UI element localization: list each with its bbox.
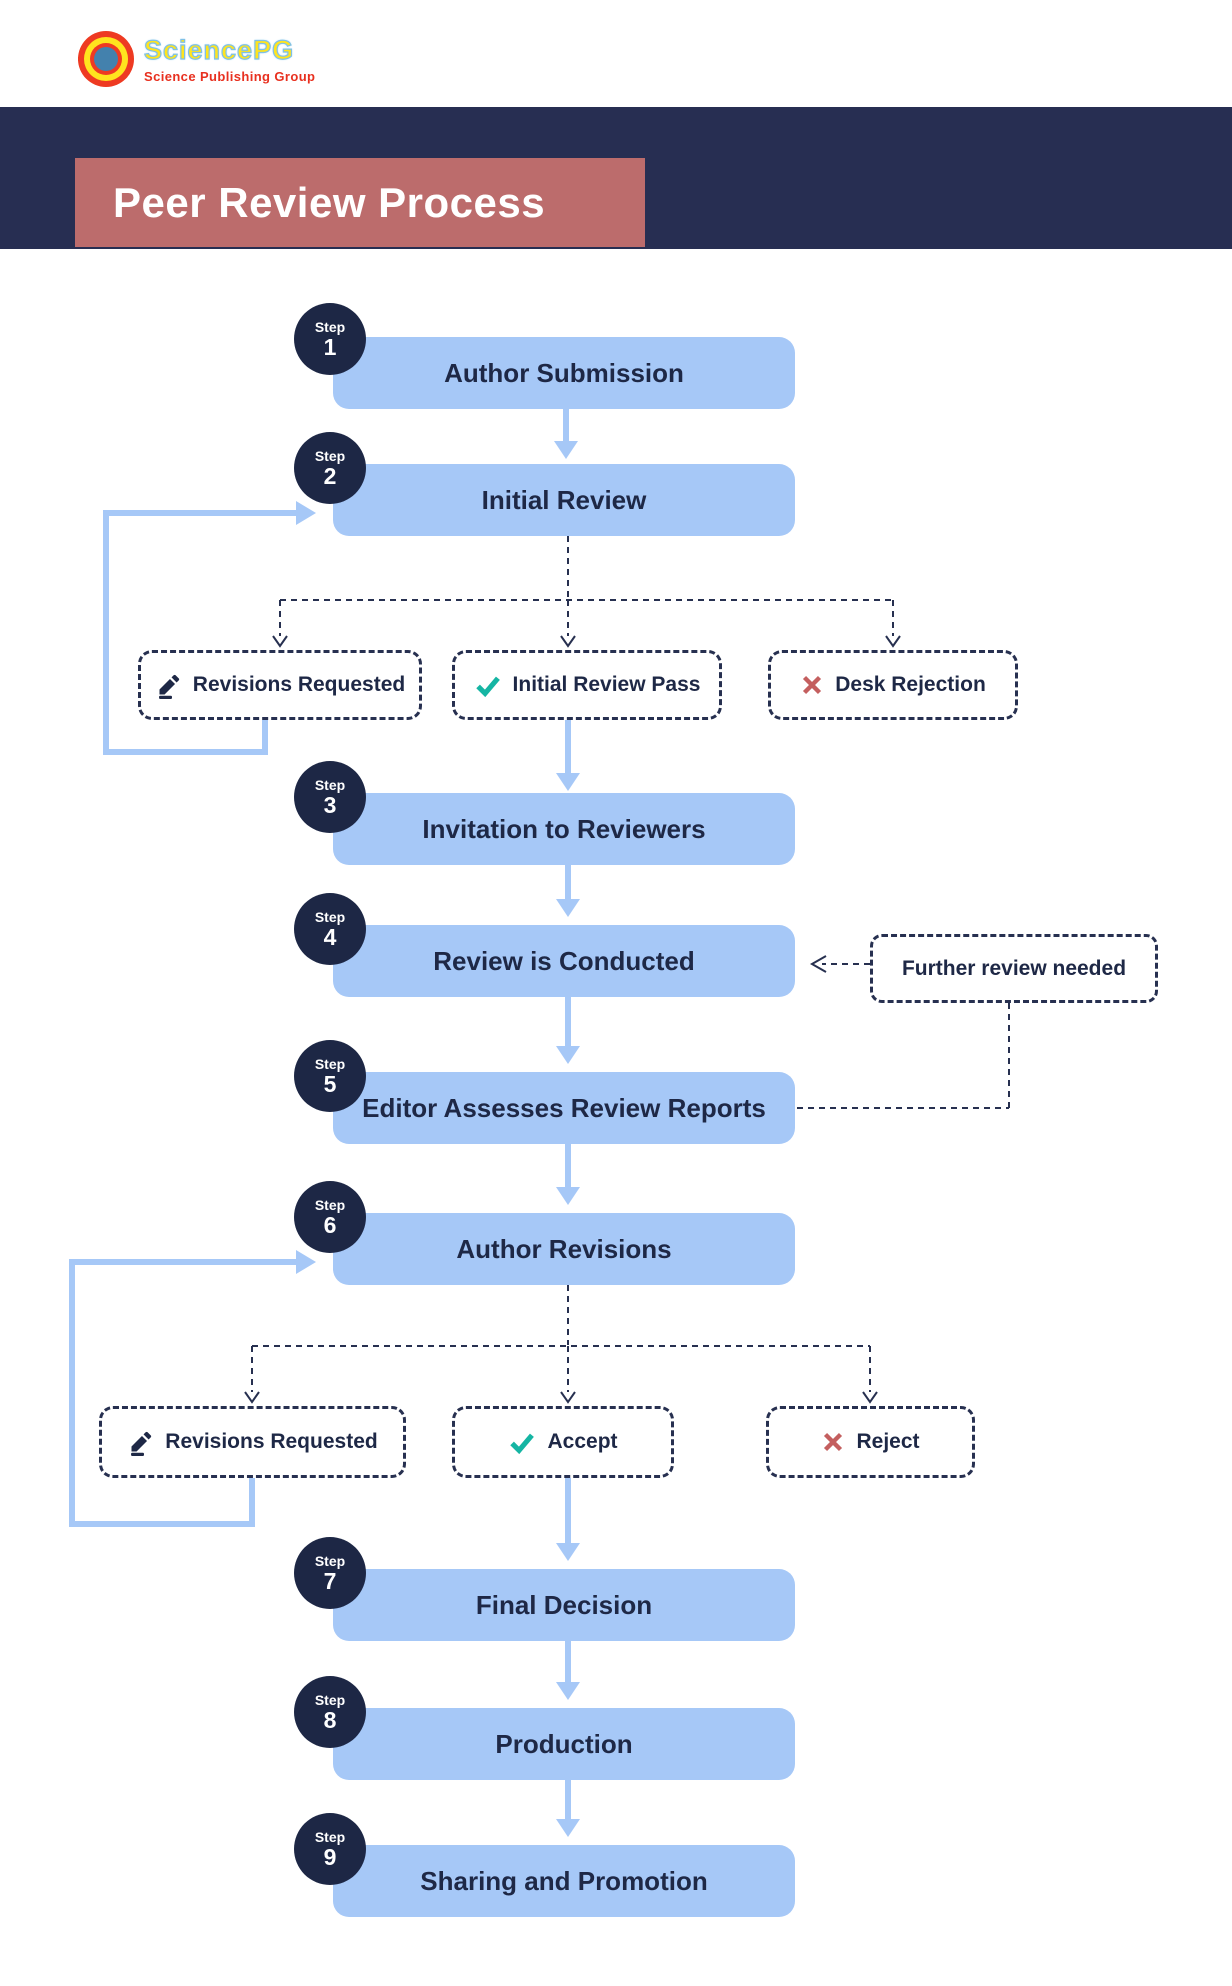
pencil-icon — [131, 1431, 152, 1456]
chevron-down — [272, 635, 288, 648]
badge-number: 4 — [323, 923, 337, 950]
arrowhead — [556, 899, 580, 917]
step-label: Production — [495, 1728, 633, 1759]
branch-reject: Reject — [766, 1406, 975, 1478]
badge-word: Step — [314, 1828, 346, 1845]
step-badge-2: Step 2 — [294, 432, 366, 504]
dashed-connectors — [251, 536, 1010, 1392]
badge-word: Step — [314, 447, 346, 464]
badge-word: Step — [314, 776, 346, 793]
badge-number: 5 — [323, 1070, 337, 1097]
badge-number: 8 — [323, 1706, 337, 1733]
branch-label: Accept — [547, 1430, 618, 1453]
chevron-down — [862, 1391, 878, 1404]
flow-arrows — [69, 409, 571, 1819]
chevron-down — [244, 1391, 260, 1404]
step-badge-4: Step 4 — [294, 893, 366, 965]
branch-label: Initial Review Pass — [512, 673, 701, 696]
logo-core — [94, 47, 118, 71]
step-badge-5: Step 5 — [294, 1040, 366, 1112]
chevron-down — [560, 1391, 576, 1404]
arrowhead — [556, 1046, 580, 1064]
page-title: Peer Review Process — [113, 178, 546, 226]
step-box-review-is-conducted: Review is Conducted — [333, 925, 795, 997]
chevron-down — [560, 635, 576, 648]
check-icon — [510, 1433, 535, 1455]
badge-number: 1 — [323, 333, 337, 360]
step-label: Review is Conducted — [433, 945, 695, 976]
step-badge-6: Step 6 — [294, 1181, 366, 1253]
step-label: Invitation to Reviewers — [422, 813, 706, 844]
branch-accept: Accept — [452, 1406, 674, 1478]
step-label: Editor Assesses Review Reports — [362, 1092, 766, 1123]
badge-word: Step — [314, 1552, 346, 1569]
step-badge-7: Step 7 — [294, 1537, 366, 1609]
step-label: Sharing and Promotion — [420, 1865, 708, 1896]
step-box-editor-assesses-review-reports: Editor Assesses Review Reports — [333, 1072, 795, 1144]
header: SciencePG Science Publishing Group — [0, 0, 1232, 107]
badge-word: Step — [314, 1055, 346, 1072]
logo-subtitle: Science Publishing Group — [144, 68, 316, 84]
arrowhead-loop1 — [296, 501, 316, 525]
step-badge-3: Step 3 — [294, 761, 366, 833]
chevron-left — [809, 955, 827, 973]
badge-number: 6 — [323, 1211, 337, 1238]
arrowhead — [556, 773, 580, 791]
logo-title: SciencePG — [143, 34, 295, 65]
step-label: Final Decision — [475, 1589, 653, 1620]
arrowhead — [556, 1682, 580, 1700]
logo-text: SciencePG Science Publishing Group — [143, 34, 316, 84]
branch-desk-rejection: Desk Rejection — [768, 650, 1018, 720]
branch-initial-review-pass: Initial Review Pass — [452, 650, 722, 720]
loop-revisions-to-author-revisions — [69, 1259, 296, 1527]
arrowhead — [556, 1187, 580, 1205]
branch-label: Reject — [856, 1430, 920, 1453]
banner-title-box: Peer Review Process — [75, 158, 645, 247]
arrowhead — [554, 441, 578, 459]
badge-number: 3 — [323, 791, 337, 818]
arrowhead-loop2 — [296, 1250, 316, 1274]
step-box-invitation-to-reviewers: Invitation to Reviewers — [333, 793, 795, 865]
branch-label: Revisions Requested — [192, 673, 406, 696]
flow-arrowheads — [296, 441, 580, 1837]
note-label: Further review needed — [901, 956, 1127, 980]
badge-word: Step — [314, 1691, 346, 1708]
branch-label: Desk Rejection — [835, 673, 986, 696]
badge-number: 7 — [323, 1567, 337, 1594]
badge-word: Step — [314, 318, 346, 335]
badge-number: 2 — [323, 462, 337, 489]
step-label: Author Revisions — [456, 1233, 672, 1264]
step-badge-8: Step 8 — [294, 1676, 366, 1748]
branch-revisions-requested-decision: Revisions Requested — [99, 1406, 406, 1478]
step-box-initial-review: Initial Review — [333, 464, 795, 536]
step-box-production: Production — [333, 1708, 795, 1780]
badge-word: Step — [314, 1196, 346, 1213]
step-box-final-decision: Final Decision — [333, 1569, 795, 1641]
step-label: Initial Review — [481, 484, 647, 515]
x-icon — [803, 675, 822, 695]
badge-word: Step — [314, 908, 346, 925]
arrowhead — [556, 1819, 580, 1837]
chevron-down — [885, 635, 901, 648]
branch-revisions-requested-initial: Revisions Requested — [138, 650, 422, 720]
step-box-sharing-and-promotion: Sharing and Promotion — [333, 1845, 795, 1917]
branch-label: Revisions Requested — [165, 1430, 378, 1453]
dashed-arrowheads — [244, 635, 901, 1404]
badge-number: 9 — [323, 1843, 337, 1870]
x-icon — [824, 1432, 843, 1452]
step-box-author-submission: Author Submission — [333, 337, 795, 409]
check-icon — [475, 676, 500, 698]
sciencepg-logo-icon — [78, 31, 134, 87]
note-further-review-needed: Further review needed — [870, 934, 1158, 1003]
loop-revisions-to-initial-review — [103, 510, 296, 755]
sciencepg-logo: SciencePG Science Publishing Group — [78, 31, 315, 87]
step-badge-9: Step 9 — [294, 1813, 366, 1885]
step-box-author-revisions: Author Revisions — [333, 1213, 795, 1285]
arrowhead — [556, 1543, 580, 1561]
banner: Peer Review Process — [0, 107, 1232, 249]
step-label: Author Submission — [444, 357, 684, 388]
pencil-icon — [158, 674, 179, 699]
step-badge-1: Step 1 — [294, 303, 366, 375]
